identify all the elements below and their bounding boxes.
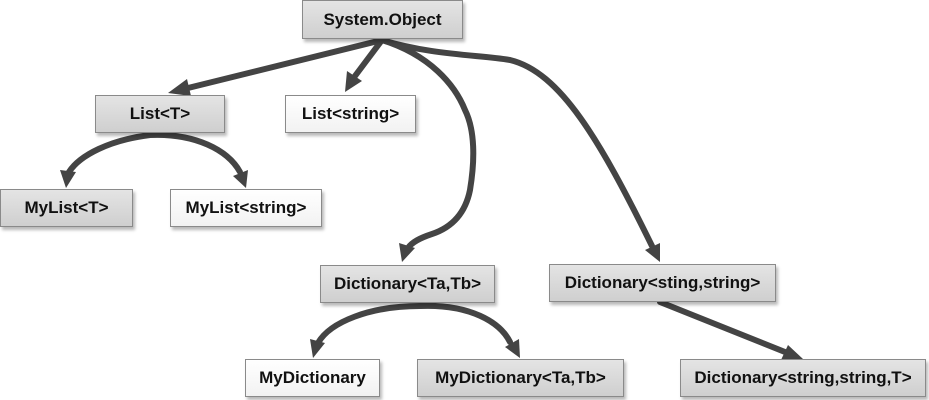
- node-dictionary-string-string-t: Dictionary<string,string,T>: [680, 359, 926, 397]
- arrow-object-to-list-string: [352, 37, 385, 79]
- arrow-object-to-dictionary-ta-tb: [379, 37, 477, 251]
- node-mylist-t: MyList<T>: [0, 189, 133, 227]
- arrowhead-mydictionary-ta-tb: [505, 339, 520, 358]
- arrow-dictionary-ta-tb-to-mydictionary: [315, 303, 423, 346]
- arrow-list-t-to-mylist-string: [147, 131, 243, 175]
- arrow-object-to-list-t: [185, 37, 385, 91]
- node-mydictionary: MyDictionary: [245, 359, 380, 397]
- arrow-dictionary-sting-string-to-dictionary-string-string-t: [657, 299, 788, 355]
- arrow-object-to-dictionary-sting-string: [379, 37, 655, 249]
- arrowhead-dictionary-sting-string: [645, 243, 660, 262]
- node-dictionary-ta-tb: Dictionary<Ta,Tb>: [320, 265, 495, 303]
- node-mylist-string: MyList<string>: [170, 189, 322, 227]
- arrowhead-mylist-t: [60, 170, 76, 188]
- arrowhead-dictionary-ta-tb: [399, 243, 415, 262]
- arrowhead-mydictionary: [310, 339, 325, 358]
- node-system-object: System.Object: [302, 0, 463, 39]
- node-mydictionary-ta-tb: MyDictionary<Ta,Tb>: [417, 359, 624, 397]
- arrow-list-t-to-mylist-t: [66, 132, 153, 175]
- arrowhead-list-t: [168, 79, 191, 96]
- arrow-dictionary-ta-tb-to-mydictionary-ta-tb: [417, 302, 513, 345]
- node-list-t: List<T>: [95, 95, 225, 133]
- node-list-string: List<string>: [285, 95, 416, 133]
- arrowhead-dictionary-string-string-t: [781, 345, 803, 360]
- arrowhead-mylist-string: [233, 170, 248, 188]
- arrowhead-list-string: [345, 71, 362, 92]
- node-dictionary-sting-string: Dictionary<sting,string>: [549, 264, 776, 302]
